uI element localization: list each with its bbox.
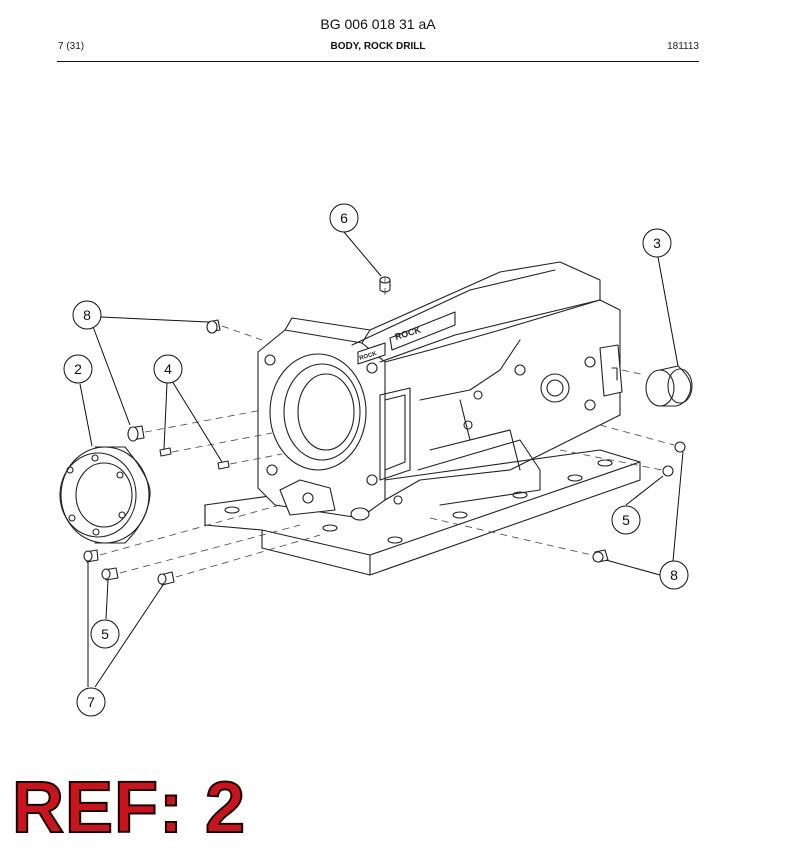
svg-text:4: 4 bbox=[164, 361, 172, 377]
part-4-pins bbox=[159, 447, 230, 470]
callout-8-top: 8 bbox=[72, 300, 102, 330]
callout-7: 7 bbox=[76, 687, 106, 717]
header-divider bbox=[57, 61, 699, 62]
svg-text:6: 6 bbox=[340, 210, 348, 226]
page-number: 7 (31) bbox=[58, 41, 85, 52]
assembly-axes bbox=[99, 276, 675, 578]
callouts: 6 3 8 2 4 5 8 5 bbox=[63, 203, 689, 717]
base-plate bbox=[204, 449, 641, 576]
leader-lines bbox=[79, 231, 684, 688]
document-code: BG 006 018 31 aA bbox=[320, 16, 436, 32]
callout-8-bottom: 8 bbox=[659, 560, 689, 590]
svg-text:7: 7 bbox=[87, 694, 95, 710]
callout-2: 2 bbox=[63, 354, 93, 384]
callout-4: 4 bbox=[153, 354, 183, 384]
page-title: BODY, ROCK DRILL bbox=[330, 41, 426, 52]
callout-5-left: 5 bbox=[90, 619, 120, 649]
svg-text:2: 2 bbox=[74, 361, 82, 377]
reference-label: REF: 2 bbox=[11, 768, 247, 848]
drill-body bbox=[257, 261, 623, 521]
callout-3: 3 bbox=[642, 228, 672, 258]
document-date: 181113 bbox=[667, 41, 699, 52]
end-plug bbox=[645, 365, 693, 407]
callout-6: 6 bbox=[329, 203, 359, 233]
svg-text:5: 5 bbox=[622, 512, 630, 528]
svg-text:3: 3 bbox=[653, 235, 661, 251]
part-8-bushes bbox=[127, 319, 686, 563]
body-marking-small: ROCK bbox=[359, 351, 378, 362]
svg-text:8: 8 bbox=[83, 307, 91, 323]
part-5-7-plugs bbox=[83, 465, 674, 586]
svg-text:8: 8 bbox=[670, 567, 678, 583]
callout-5-right: 5 bbox=[611, 505, 641, 535]
svg-text:5: 5 bbox=[101, 626, 109, 642]
front-cover-ring bbox=[59, 446, 151, 544]
